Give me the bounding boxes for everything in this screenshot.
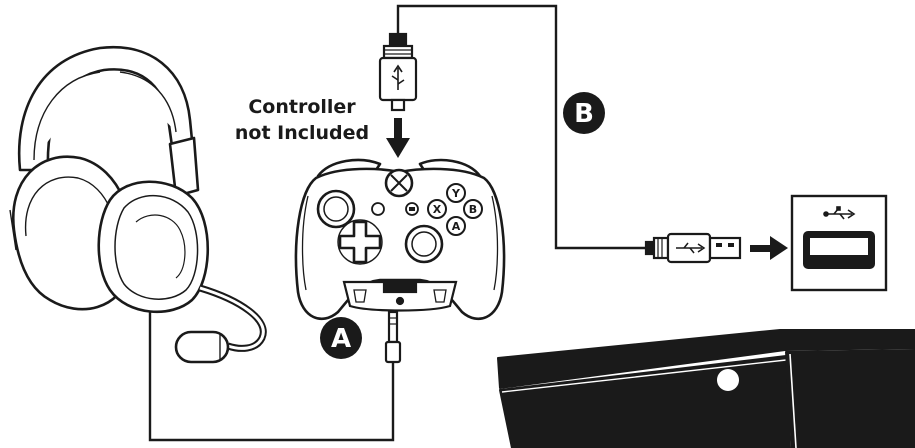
headset-adapter xyxy=(344,282,456,362)
usb-port-panel xyxy=(792,196,886,290)
console-disc-slot xyxy=(717,369,739,391)
note-line-1: Controller xyxy=(232,94,372,120)
note-line-2: not Included xyxy=(232,120,372,146)
usb-plug xyxy=(646,234,740,262)
console-side xyxy=(786,350,915,448)
button-y-label: Y xyxy=(451,187,461,200)
controller-not-included-note: Controller not Included xyxy=(232,94,372,146)
view-button[interactable] xyxy=(372,203,384,215)
marker-a-label: A xyxy=(331,324,351,354)
button-a-label: A xyxy=(452,220,461,233)
headset xyxy=(10,47,263,362)
arrow-down-icon xyxy=(386,118,410,158)
micro-usb-plug xyxy=(380,34,416,110)
arrow-right-icon xyxy=(750,236,788,260)
button-b-label: B xyxy=(469,203,477,216)
console xyxy=(498,330,915,448)
marker-b: B xyxy=(563,92,605,134)
marker-a: A xyxy=(320,317,362,359)
button-x-label: X xyxy=(433,203,442,216)
marker-b-label: B xyxy=(574,99,594,129)
